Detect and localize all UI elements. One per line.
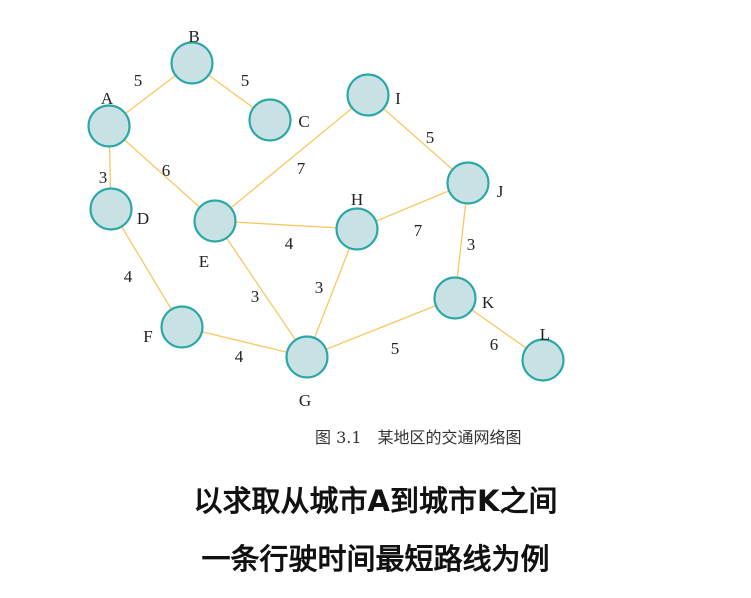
node-label-C: C: [298, 112, 309, 131]
node-C: [248, 98, 292, 142]
edge-H-G: [306, 228, 358, 358]
edge-E-G: [214, 220, 308, 358]
node-A: [87, 104, 131, 148]
node-G: [285, 335, 329, 379]
node-label-L: L: [540, 325, 550, 344]
edge-E-H: [214, 220, 358, 230]
edge-D-F: [110, 208, 183, 328]
node-label-I: I: [395, 89, 401, 108]
node-label-F: F: [143, 327, 152, 346]
node-H: [335, 207, 379, 251]
edge-weight-K-L: 6: [490, 335, 499, 354]
edge-weight-I-J: 5: [426, 128, 435, 147]
edge-weight-E-G: 3: [251, 287, 260, 306]
node-label-A: A: [101, 89, 114, 108]
edge-weight-E-H: 4: [285, 234, 294, 253]
edge-weight-A-E: 6: [162, 161, 171, 180]
node-label-D: D: [137, 209, 149, 228]
edge-A-E: [108, 125, 216, 222]
node-label-H: H: [351, 190, 363, 209]
node-I: [346, 73, 390, 117]
edge-weight-A-B: 5: [134, 71, 143, 90]
edge-G-K: [306, 297, 456, 358]
headline-line-1: 以求取从城市A到城市K之间: [193, 484, 558, 518]
edge-weight-H-J: 7: [414, 221, 423, 240]
edge-I-J: [367, 94, 469, 184]
traffic-network-diagram: 5 5 3 6 7 5 4 7 4 3 3 4 5 3 6 A B C D E F G H I J K L: [87, 27, 565, 410]
edge-weight-F-G: 4: [235, 347, 244, 366]
node-label-J: J: [497, 182, 504, 201]
node-B: [170, 41, 214, 85]
node-L: [521, 338, 565, 382]
node-E: [193, 199, 237, 243]
node-label-K: K: [482, 293, 495, 312]
node-label-G: G: [299, 391, 311, 410]
edge-weight-G-K: 5: [391, 339, 400, 358]
edge-weight-H-G: 3: [315, 278, 324, 297]
headline-line-2: 一条行驶时间最短路线为例: [201, 542, 550, 576]
node-D: [89, 187, 133, 231]
edge-weight-E-I: 7: [297, 159, 306, 178]
edge-weight-J-K: 3: [467, 235, 476, 254]
edge-E-I: [214, 94, 369, 222]
edge-weight-D-F: 4: [124, 267, 133, 286]
node-label-B: B: [188, 27, 199, 46]
node-K: [433, 276, 477, 320]
figure-caption: 图 3.1 某地区的交通网络图: [315, 428, 522, 447]
edge-weight-A-D: 3: [99, 168, 108, 187]
node-J: [446, 161, 490, 205]
node-label-E: E: [199, 252, 209, 271]
edge-weight-B-C: 5: [241, 71, 250, 90]
node-F: [160, 305, 204, 349]
